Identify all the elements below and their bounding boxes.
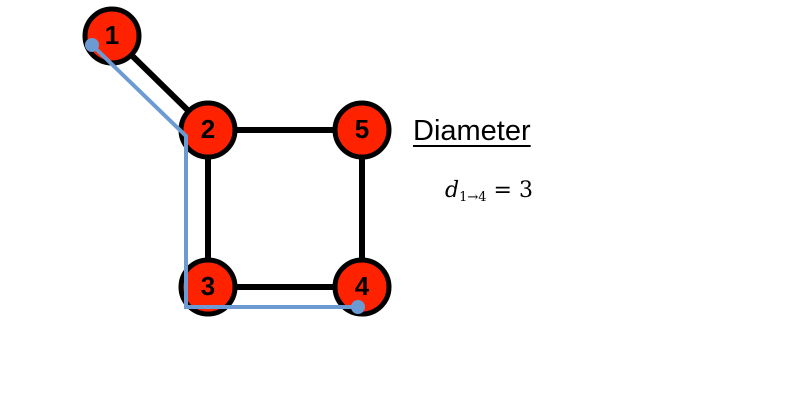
node-label-5: 5 [355, 114, 369, 144]
node-circle-5 [332, 100, 392, 160]
node-4: 4 [332, 257, 392, 317]
diameter-path-line [90, 43, 358, 309]
formula-variable: d [445, 178, 460, 203]
node-3: 3 [178, 257, 238, 317]
node-label-3: 3 [201, 271, 215, 301]
node-5: 5 [332, 100, 392, 160]
node-label-1: 1 [105, 20, 119, 50]
diameter-formula: d1→4 = 3 [445, 178, 533, 205]
node-2: 2 [178, 100, 238, 160]
node-label-2: 2 [201, 114, 215, 144]
formula-subscript: 1→4 [459, 190, 487, 205]
path-start-dot [85, 38, 99, 52]
node-circle-4 [332, 257, 392, 317]
path-end-dot [351, 300, 365, 314]
node-1: 1 [82, 6, 142, 66]
diagram-title: Diameter [413, 115, 531, 147]
formula-relation: = 3 [493, 178, 533, 203]
node-label-4: 4 [355, 271, 370, 301]
node-circle-3 [178, 257, 238, 317]
